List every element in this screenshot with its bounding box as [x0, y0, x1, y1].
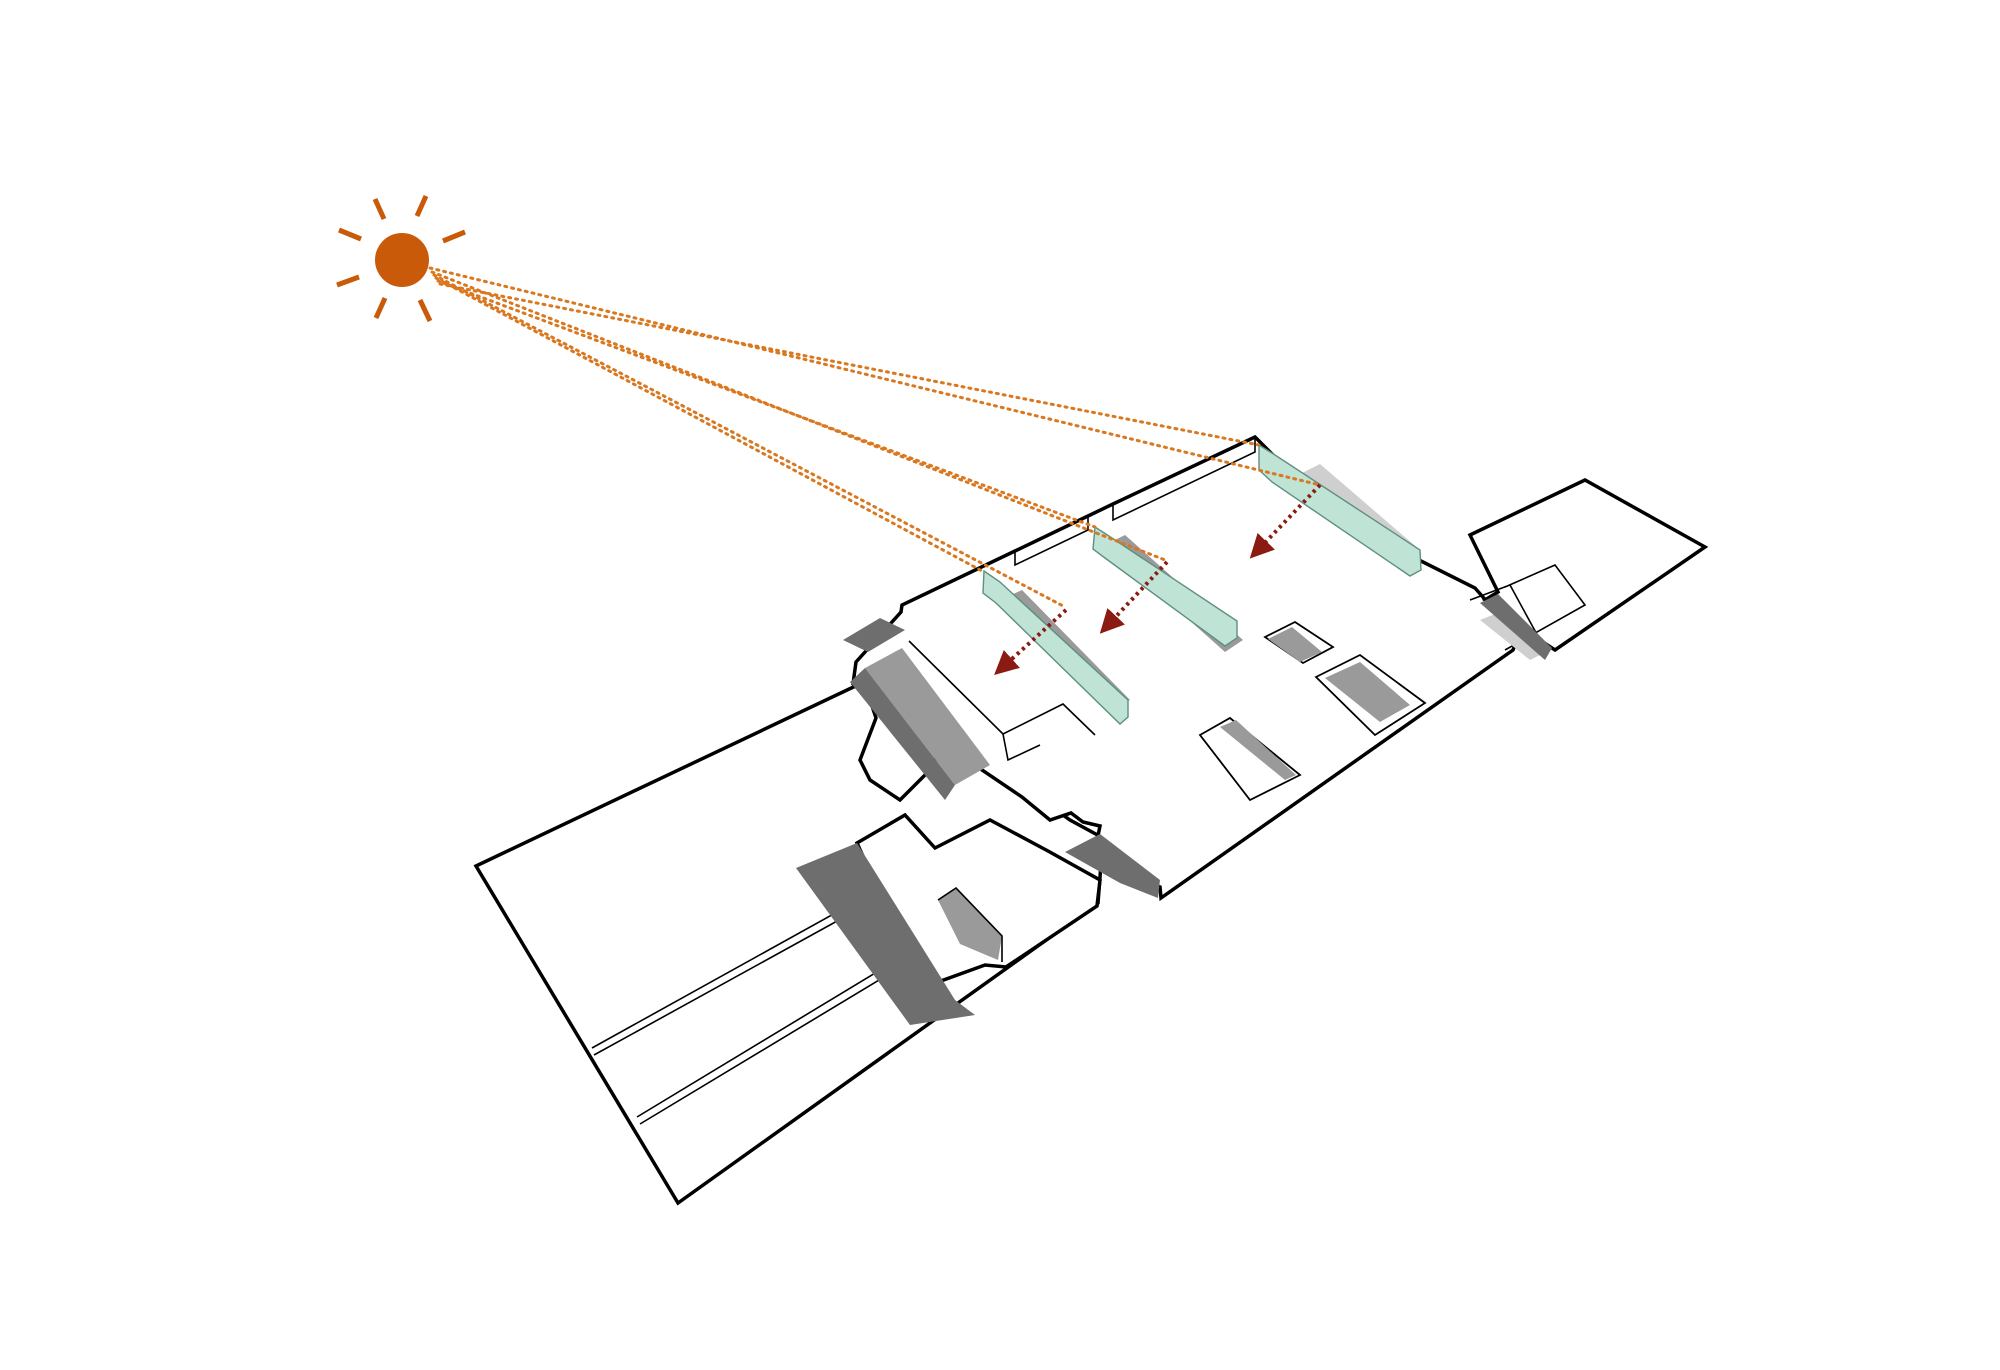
sun-disc — [375, 233, 429, 287]
west-block-void — [938, 888, 1002, 960]
daylight-arrow-2 — [1099, 560, 1169, 634]
light-path-5 — [436, 279, 1097, 529]
clerestory-2-glazing — [1092, 525, 1238, 647]
building-axonometric — [473, 434, 1709, 1206]
sunken-room-3 — [1198, 716, 1302, 802]
sun-ray-lines — [336, 194, 466, 323]
light-path-6 — [438, 282, 1261, 447]
sunken-room-3-shade — [1220, 720, 1296, 780]
terrace-edge-2 — [1112, 437, 1256, 522]
east-gap-shadow — [1480, 594, 1552, 660]
sun-icon — [336, 194, 466, 323]
site-groove-2 — [636, 957, 905, 1125]
west-block-shadow — [796, 843, 975, 1025]
courtyard-step — [908, 640, 1096, 762]
west-terrace-shadow — [865, 648, 990, 785]
light-path-4 — [434, 276, 986, 574]
daylight-arrow-1 — [994, 608, 1068, 676]
west-step-shadow — [843, 618, 905, 652]
east-wing-inner — [1469, 564, 1587, 651]
daylight-arrow-3 — [1249, 483, 1322, 559]
sunken-room-2-shade — [1325, 662, 1410, 722]
light-path-1 — [428, 266, 1322, 487]
west-terrace-shadow-dark — [850, 668, 955, 800]
light-path-3 — [432, 273, 1067, 609]
south-block-shadow — [1065, 834, 1160, 898]
clerestory-1-glazing — [982, 569, 1129, 725]
daylight-arrows — [994, 483, 1322, 676]
light-paths — [428, 266, 1322, 609]
west-block-void-edge — [937, 886, 1003, 962]
sunken-room-1-shade — [1268, 627, 1322, 662]
